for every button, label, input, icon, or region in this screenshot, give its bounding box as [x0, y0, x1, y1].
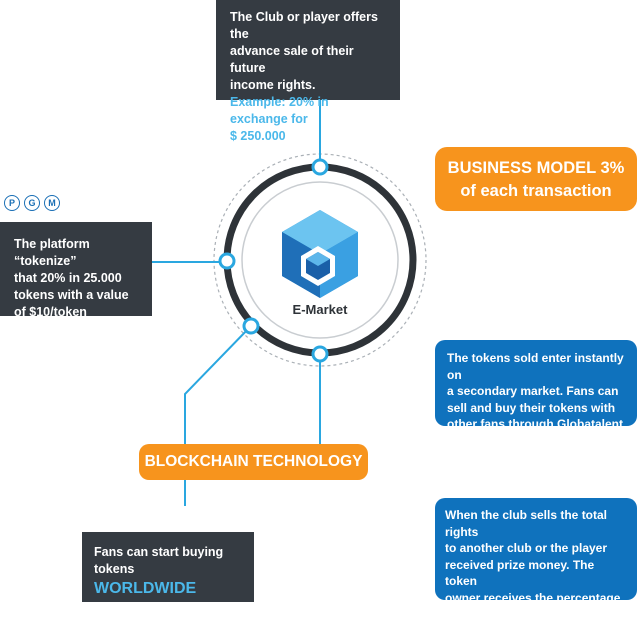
club-sells-line-4: owner receives the percentage [445, 590, 621, 605]
tokenize-line-3: tokens with a value [14, 288, 129, 302]
club-sells-line-5: of the profits [445, 607, 519, 621]
tokenize-line-2: that 20% in 25.000 [14, 271, 122, 285]
logo-letter-p: P [4, 195, 20, 211]
logo-letter-g: G [24, 195, 40, 211]
fans-worldwide-highlight: WORLDWIDE [94, 580, 197, 597]
secondary-market-box: The tokens sold enter instantly on a sec… [435, 340, 637, 431]
tokenize-box: The platform “tokenize” that 20% in 25.0… [0, 222, 152, 319]
blockchain-technology-box: BLOCKCHAIN TECHNOLOGY [139, 444, 368, 480]
secondary-market-line-4: other fans through Globatalent [447, 417, 623, 431]
club-sells-box: When the club sells the total rights to … [435, 498, 637, 621]
business-model-box: BUSINESS MODEL 3% of each transaction [435, 147, 637, 211]
club-offer-example-line-2: $ 250.000 [230, 129, 286, 143]
business-model-line-2: of each transaction [460, 182, 612, 200]
club-sells-line-1: When the club sells the total rights [445, 508, 608, 539]
tokenize-line-1: The platform “tokenize” [14, 237, 90, 268]
club-offer-box: The Club or player offers the advance sa… [216, 0, 400, 143]
fans-worldwide-box: Fans can start buying tokens WORLDWIDE [82, 532, 254, 602]
business-model-line-1: BUSINESS MODEL 3% [447, 159, 625, 177]
center-label: E-Market [292, 302, 348, 317]
logo-letter-m: M [44, 195, 60, 211]
secondary-market-line-2: a secondary market. Fans can [447, 384, 619, 398]
tokenize-line-4: of $10/token [14, 305, 87, 319]
club-offer-line-3: income rights. [230, 78, 316, 92]
secondary-market-line-1: The tokens sold enter instantly on [447, 351, 624, 382]
club-offer-example-line-1: Example: 20% in exchange for [230, 95, 329, 126]
club-offer-line-1: The Club or player offers the [230, 10, 378, 41]
pgm-logo: P G M [4, 195, 60, 211]
node-dot-top [311, 158, 329, 176]
secondary-market-line-3: sell and buy their tokens with [447, 400, 616, 415]
club-sells-line-2: to another club or the player [445, 541, 608, 555]
connector-diagram [152, 100, 427, 506]
club-sells-line-3: received prize money. The token [445, 557, 595, 589]
node-dot-bottom [311, 345, 329, 363]
club-offer-line-2: advance sale of their future [230, 44, 354, 75]
fans-line-1: Fans can start buying tokens [94, 545, 224, 576]
e-market-cube-logo-icon [282, 210, 358, 298]
node-dot-left [218, 252, 236, 270]
node-dot-lower-left [242, 317, 260, 335]
